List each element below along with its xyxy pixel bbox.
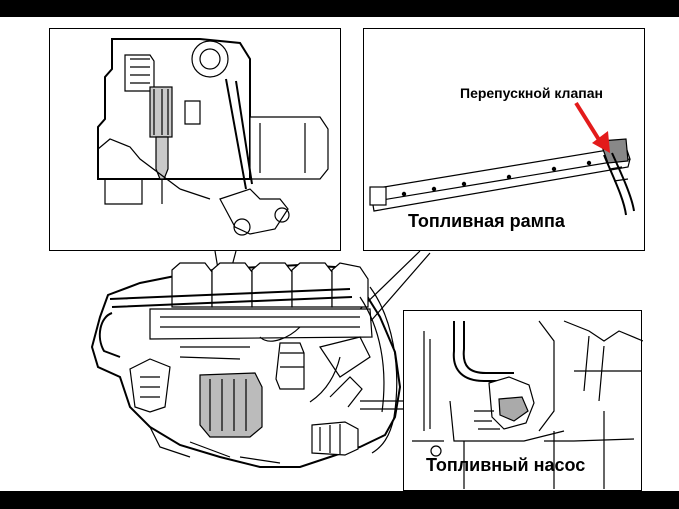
- fuel-pump-label: Топливный насос: [426, 455, 586, 475]
- bypass-valve-label: Перепускной клапан: [460, 85, 603, 101]
- fuel-rail-detail-panel: Перепускной клапан Топливная рампа: [363, 28, 645, 251]
- injector-illustration: [97, 38, 329, 236]
- engine-illustration: [90, 250, 431, 468]
- engine-block: [90, 262, 402, 468]
- arrow-head: [592, 131, 610, 153]
- injector-detail-panel: [49, 28, 341, 251]
- fuel-pump-illustration: [412, 320, 643, 489]
- fuel-rail-label: Топливная рампа: [408, 211, 565, 231]
- fuel-rail-illustration: [369, 101, 635, 216]
- fuel-pump-detail-panel: Топливный насос: [403, 310, 643, 491]
- bypass-valve-arrow: [574, 101, 603, 145]
- diagram-canvas: Перепускной клапан Топливная рампа Топли…: [0, 17, 679, 491]
